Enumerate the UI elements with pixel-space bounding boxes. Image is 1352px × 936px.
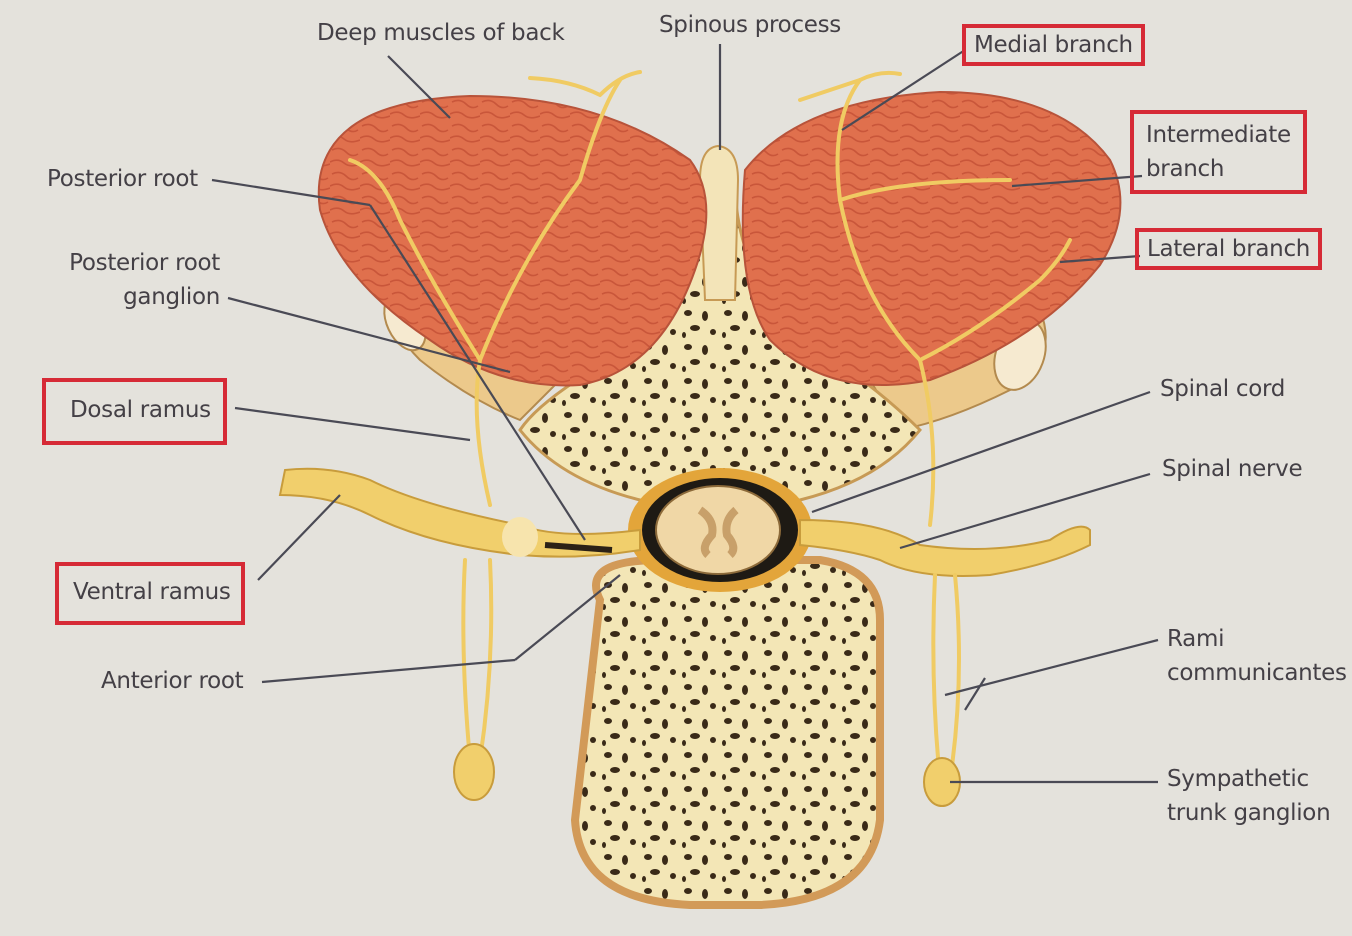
label-deep-muscles: Deep muscles of back <box>317 20 565 46</box>
label-rami-line2: communicantes <box>1167 660 1347 686</box>
label-sympathetic-trunk-ganglion: Sympathetic trunk ganglion <box>1167 762 1331 830</box>
label-rami-line1: Rami <box>1167 626 1225 652</box>
label-stg-line2: trunk ganglion <box>1167 800 1331 826</box>
label-intermediate-line2: branch <box>1146 156 1225 182</box>
label-medial-branch: Medial branch <box>962 24 1145 66</box>
left-muscle <box>317 94 708 387</box>
left-sympathetic-ganglion <box>453 743 495 801</box>
label-spinal-cord: Spinal cord <box>1160 376 1286 402</box>
label-posterior-root: Posterior root <box>47 166 198 192</box>
left-spinal-nerve <box>278 467 641 558</box>
label-spinous-process: Spinous process <box>659 12 841 38</box>
right-spinal-nerve <box>799 518 1091 577</box>
label-posterior-root-ganglion: Posterior root ganglion <box>58 246 220 314</box>
label-lateral-branch: Lateral branch <box>1135 228 1323 270</box>
nerve-branches <box>348 70 1072 782</box>
label-dorsal-ramus: Dosal ramus <box>42 378 227 445</box>
label-intermediate-branch: Intermediate branch <box>1130 110 1307 194</box>
spinal-cord-shape <box>628 468 812 592</box>
label-intermediate-line1: Intermediate <box>1146 122 1291 148</box>
leader-lines <box>211 44 1159 784</box>
right-muscle <box>741 90 1122 386</box>
label-anterior-root: Anterior root <box>101 668 244 694</box>
label-prg-line1: Posterior root <box>69 250 220 276</box>
label-stg-line1: Sympathetic <box>1167 766 1309 792</box>
label-rami-communicantes: Rami communicantes <box>1167 622 1347 690</box>
label-spinal-nerve: Spinal nerve <box>1162 456 1303 482</box>
label-ventral-ramus: Ventral ramus <box>55 562 245 625</box>
label-prg-line2: ganglion <box>123 284 220 310</box>
vertebral-body <box>570 556 884 909</box>
